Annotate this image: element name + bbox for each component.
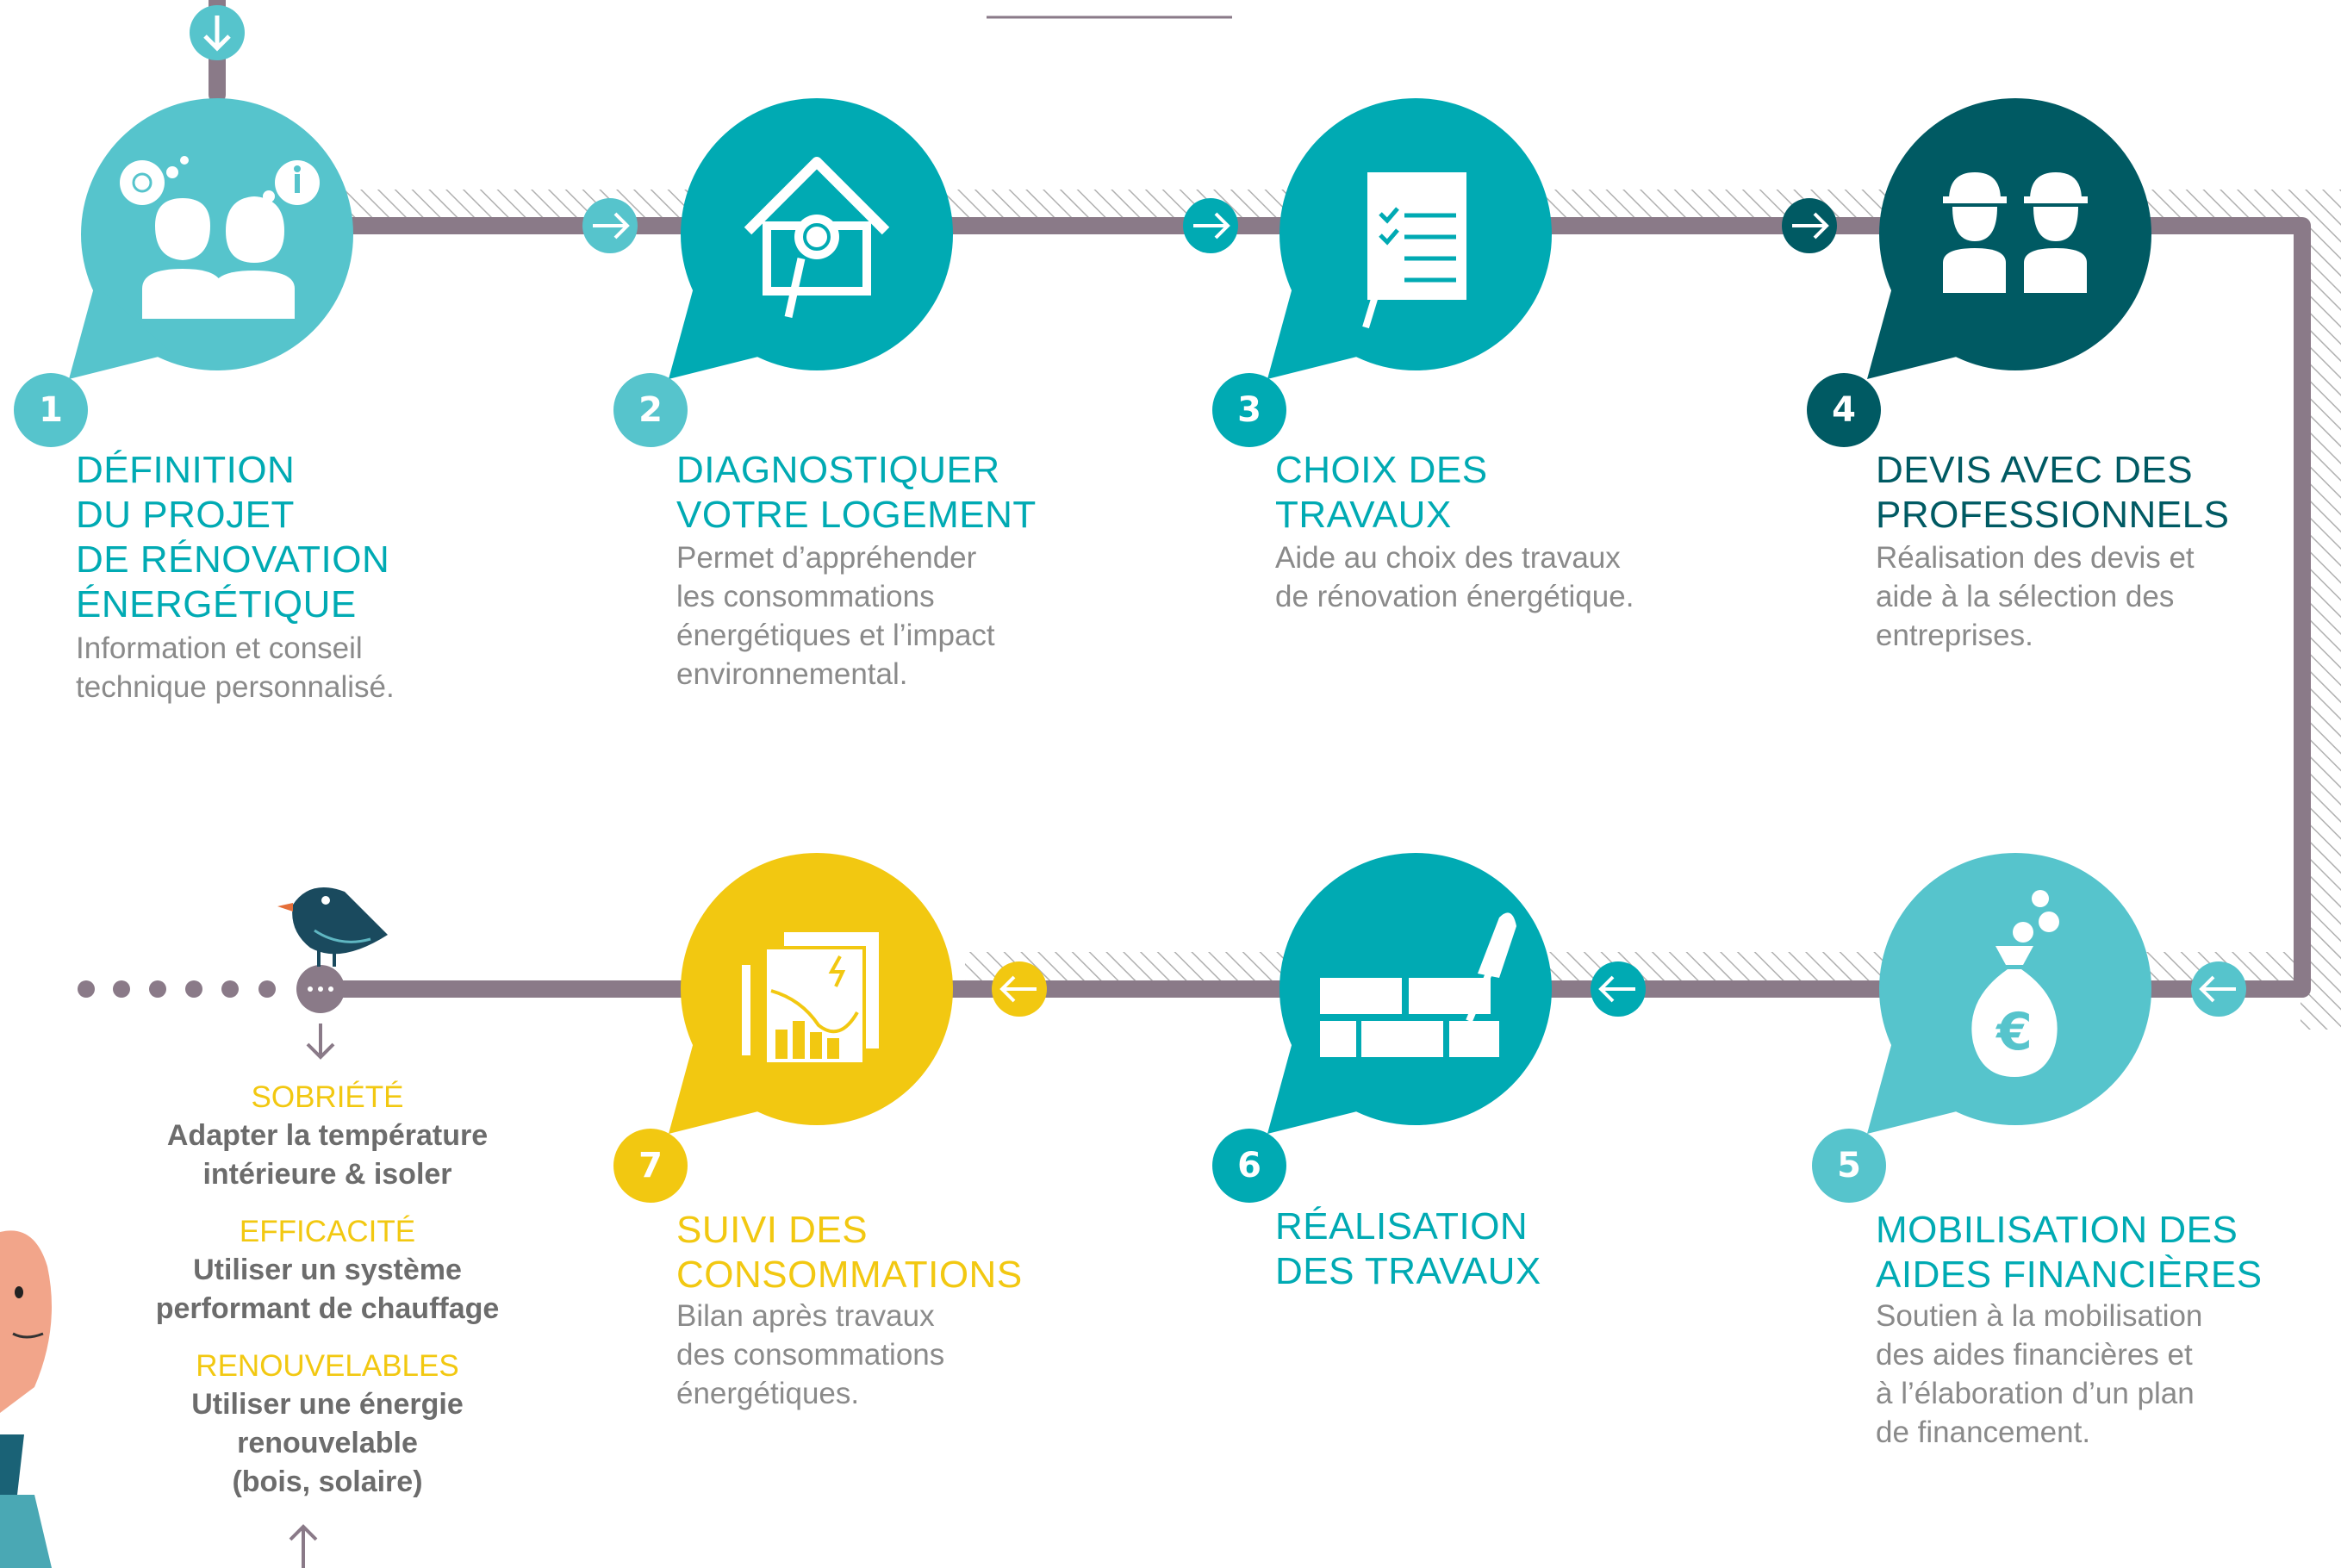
svg-text:€: €: [1995, 1002, 2033, 1062]
character-illustration: [0, 1230, 52, 1568]
arrow-up-icon: [289, 1524, 318, 1568]
arrow-right-icon: [1782, 198, 1837, 253]
tip-title: RENOUVELABLES: [196, 1349, 459, 1383]
people-info-icon: [120, 156, 320, 319]
dotted-line-end: [78, 980, 276, 998]
money-bag-icon: €: [1971, 890, 2059, 1077]
house-diagnostic-icon: [744, 157, 890, 318]
step-7-badge: 7: [613, 1129, 688, 1203]
tip-title: EFFICACITÉ: [239, 1215, 416, 1248]
more-icon: [296, 965, 345, 1013]
workers-icon: [1943, 172, 2088, 293]
bird-icon: [277, 887, 388, 967]
entry-arrow-icon: [190, 5, 245, 60]
arrow-left-icon: [992, 961, 1047, 1017]
bricks-trowel-icon: [1320, 912, 1516, 1057]
consumption-report-icon: [742, 932, 879, 1066]
tip-title: SOBRIÉTÉ: [251, 1080, 404, 1114]
arrow-left-icon: [1591, 961, 1646, 1017]
step-3-badge: 3: [1212, 373, 1286, 447]
step-5-badge: 5: [1812, 1129, 1886, 1203]
step-4-bubble: [1867, 98, 2151, 379]
step-4-badge: 4: [1807, 373, 1881, 447]
checklist-icon: [1362, 172, 1466, 329]
arrow-down-icon: [306, 1024, 335, 1060]
step-1-badge: 1: [14, 373, 88, 447]
arrow-left-icon: [2191, 961, 2246, 1017]
arrow-right-icon: [1183, 198, 1238, 253]
step-6-badge: 6: [1212, 1129, 1286, 1203]
arrow-right-icon: [582, 198, 638, 253]
step-1-bubble: [69, 98, 353, 379]
step-2-badge: 2: [613, 373, 688, 447]
